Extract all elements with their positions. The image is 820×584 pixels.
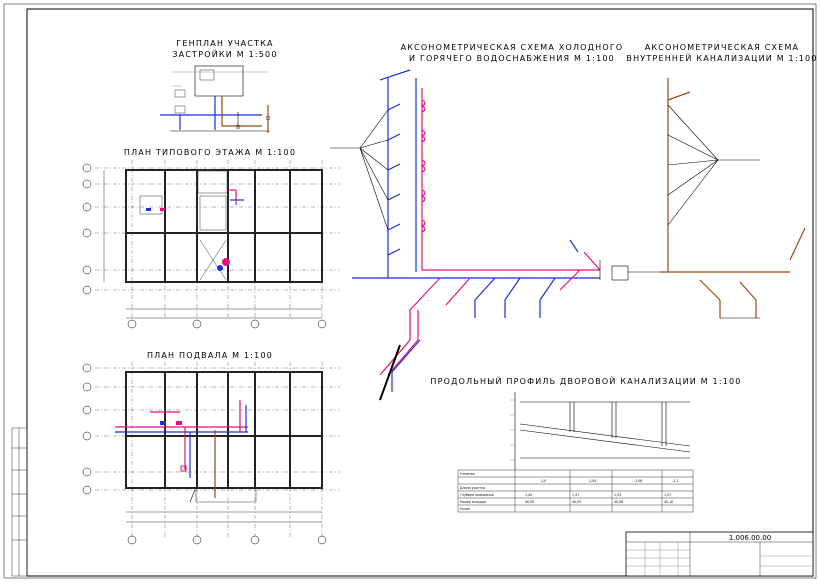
inner-frame xyxy=(26,8,814,577)
profile-cell: -1,04 xyxy=(588,479,596,483)
basement-title: ПЛАН ПОДВАЛА М 1:100 xyxy=(147,351,273,360)
genplan-drawing xyxy=(160,65,271,133)
profile-cell: -1,08 xyxy=(634,479,642,483)
basement-plan xyxy=(82,362,340,545)
axo-water-scheme xyxy=(330,69,601,401)
profile-cell: -1,0 xyxy=(540,479,546,483)
profile-row-label: Номер колодца xyxy=(460,500,486,504)
axo-water-title-line1: АКСОНОМЕТРИЧЕСКАЯ СХЕМА ХОЛОДНОГО xyxy=(401,43,624,52)
axo-sewer-title-line1: АКСОНОМЕТРИЧЕСКАЯ СХЕМА xyxy=(645,43,799,52)
profile-cell: 1,53 xyxy=(614,493,621,497)
genplan-title-line1: ГЕНПЛАН УЧАСТКА xyxy=(176,39,273,48)
profile-row-label: Длина участка xyxy=(460,486,485,490)
profile-cell: 40,10 xyxy=(664,500,673,504)
profile-row-label: Отметки xyxy=(460,472,475,476)
profile-cell: 40,05 xyxy=(572,500,581,504)
profile-row-label: Уклон xyxy=(460,507,470,511)
axo-sewer-title-line2: ВНУТРЕННЕЙ КАНАЛИЗАЦИИ М 1:100 xyxy=(626,52,817,63)
outer-frame xyxy=(3,3,817,579)
profile-title: ПРОДОЛЬНЫЙ ПРОФИЛЬ ДВОРОВОЙ КАНАЛИЗАЦИИ … xyxy=(430,375,741,386)
profile-drawing xyxy=(510,392,691,470)
profile-cell: 1,47 xyxy=(572,493,579,497)
profile-cell: -1,1 xyxy=(672,479,678,483)
typical-floor-plan xyxy=(82,160,340,329)
profile-cell: 40,00 xyxy=(525,500,534,504)
genplan-title-line2: ЗАСТРОЙКИ М 1:500 xyxy=(172,48,277,59)
profile-cell: 1,57 xyxy=(664,493,671,497)
axo-sewer-scheme xyxy=(611,78,806,319)
typical-floor-title: ПЛАН ТИПОВОГО ЭТАЖА М 1:100 xyxy=(124,148,296,157)
profile-cell: 1,40 xyxy=(525,493,532,497)
axo-water-title-line2: И ГОРЯЧЕГО ВОДОСНАБЖЕНИЯ М 1:100 xyxy=(409,54,615,63)
title-block: 1.006.00.00 xyxy=(625,531,814,577)
profile-row-label: Глубина заложения xyxy=(460,493,494,497)
binding-stamp xyxy=(11,427,28,577)
document-code: 1.006.00.00 xyxy=(729,534,771,542)
profile-cell: 40,06 xyxy=(614,500,623,504)
profile-table: Отметки Длина участка Глубина заложения … xyxy=(457,469,694,513)
